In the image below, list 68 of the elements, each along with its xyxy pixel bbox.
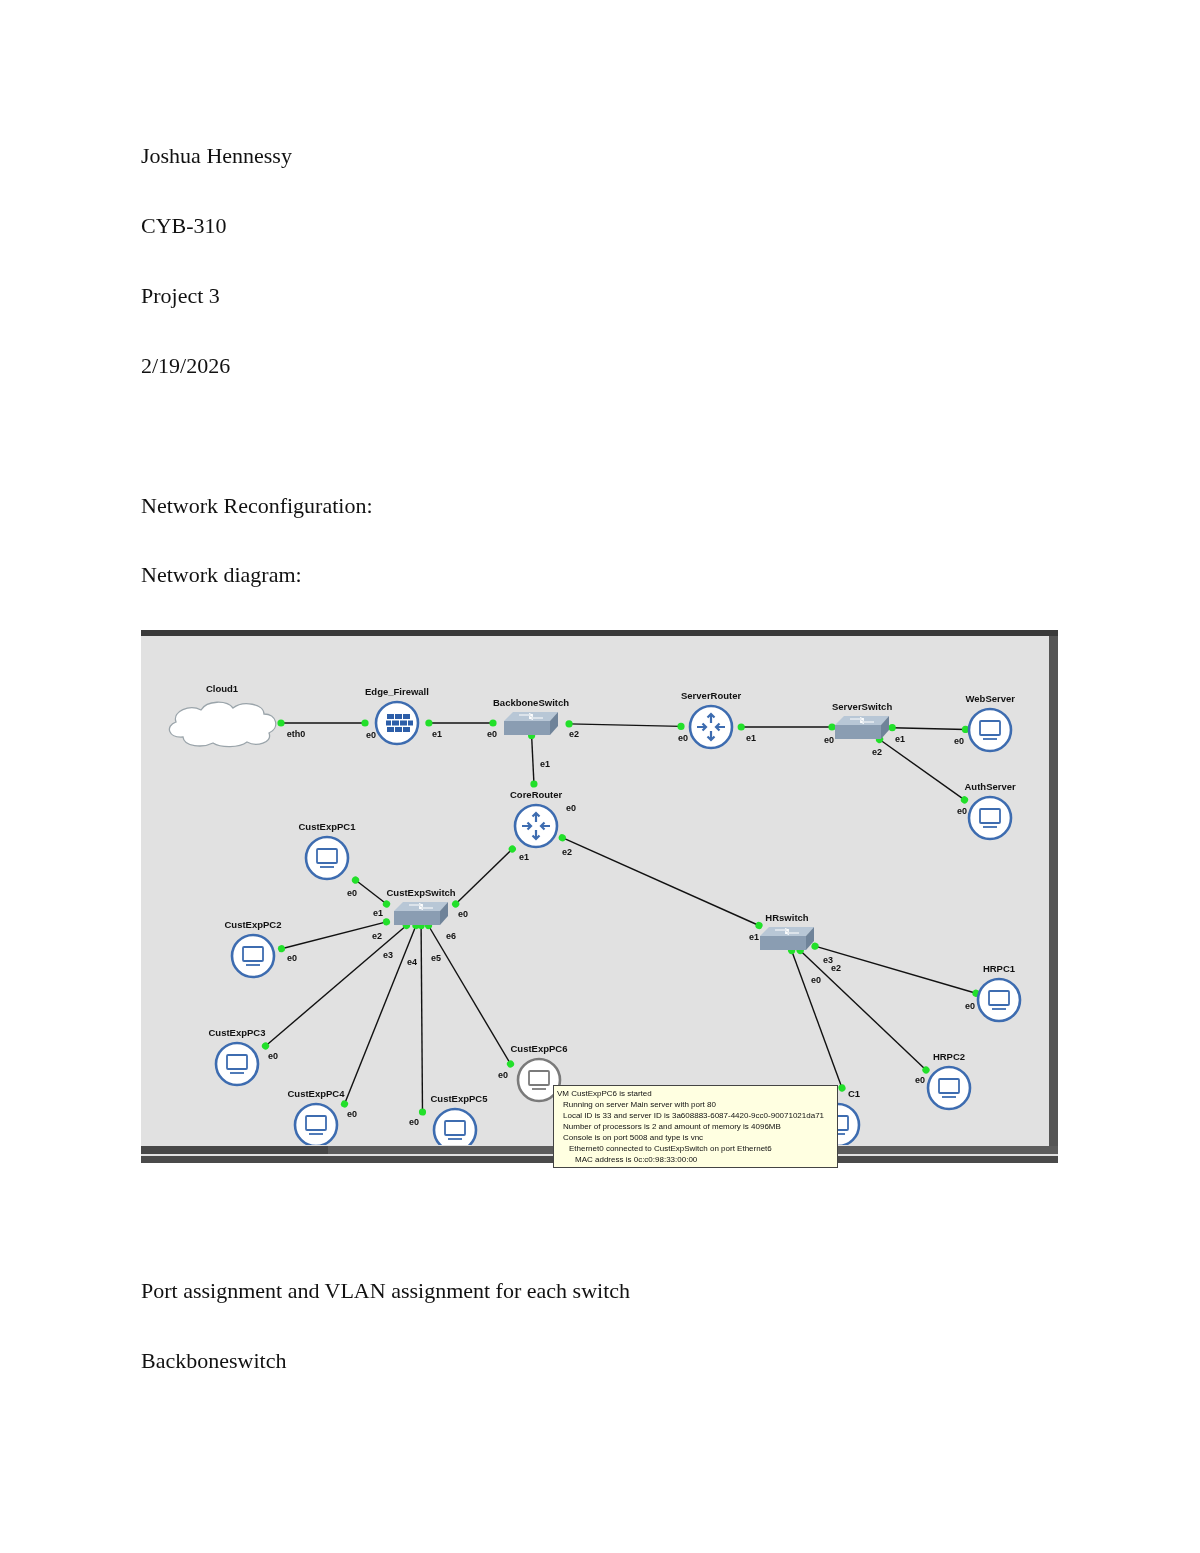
tooltip-text: MAC address is 0c:c0:98:33:00:00: [575, 1154, 699, 1165]
device-label: C1: [848, 1088, 861, 1099]
device-label: HRPC2: [932, 1051, 966, 1062]
device-label: CustExpPC4: [287, 1088, 345, 1099]
port-label: e0: [366, 730, 376, 740]
document-text: Project 3: [141, 283, 220, 308]
port-label: e0: [566, 803, 576, 813]
tooltip-text: VM CustExpPC6 is started: [557, 1088, 653, 1099]
device-label: Edge_Firewall: [365, 686, 429, 697]
document-text: Network Reconfiguration:: [141, 493, 373, 518]
port-label: e0: [347, 888, 357, 898]
port-label: e1: [373, 908, 383, 918]
port-label: e0: [487, 729, 497, 739]
port-label: e1: [519, 852, 529, 862]
port-label: e0: [409, 1117, 419, 1127]
device-label: CustExpPC5: [430, 1093, 488, 1104]
document-text: Backboneswitch: [141, 1348, 287, 1373]
port-label: e2: [569, 729, 579, 739]
document-text: Joshua Hennessy: [141, 143, 292, 168]
tooltip-text: Number of processors is 2 and amount of memory is 4096MB: [563, 1121, 782, 1132]
tooltip-text: Local ID is 33 and server ID is 3a608883-6087-4420-9cc0-90071021da71: [563, 1110, 826, 1121]
device-label: CustExpPC6: [510, 1043, 568, 1054]
device-label: ServerRouter: [681, 690, 742, 701]
port-label: e1: [746, 733, 756, 743]
port-label: e4: [407, 957, 417, 967]
port-label: e0: [824, 735, 834, 745]
port-label: e2: [831, 963, 841, 973]
port-label: e5: [431, 953, 441, 963]
port-label: e2: [372, 931, 382, 941]
document-text: Port assignment and VLAN assignment for each switch: [141, 1278, 630, 1303]
device-label: HRswitch: [765, 911, 809, 923]
device-label: CustExpPC3: [208, 1027, 266, 1038]
port-label: e3: [383, 950, 393, 960]
port-label: e1: [895, 734, 905, 744]
tooltip-text: Ethernet0 connected to CustExpSwitch on port Ethernet6: [569, 1143, 773, 1154]
port-label: e0: [957, 806, 967, 816]
device-label: CustExpSwitch: [386, 886, 456, 898]
port-label: e1: [432, 729, 442, 739]
port-label: e0: [811, 975, 821, 985]
document-text: CYB-310: [141, 213, 227, 238]
device-label: AuthServer: [964, 781, 1016, 792]
device-label: HRPC1: [982, 963, 1016, 974]
device-label: ServerSwitch: [832, 700, 893, 712]
port-label: e1: [749, 932, 759, 942]
port-label: e0: [954, 736, 964, 746]
document-text: Network diagram:: [141, 562, 302, 587]
device-label: Cloud1: [205, 683, 239, 694]
device-label: CustExpPC2: [224, 919, 282, 930]
port-label: e1: [540, 759, 550, 769]
port-label: e6: [446, 931, 456, 941]
port-label: e0: [458, 909, 468, 919]
port-label: e0: [915, 1075, 925, 1085]
port-label: eth0: [286, 729, 306, 739]
port-label: e0: [268, 1051, 278, 1061]
port-label: e2: [562, 847, 572, 857]
document-text: 2/19/2026: [141, 353, 231, 378]
port-label: e0: [678, 733, 688, 743]
device-label: CoreRouter: [510, 788, 563, 800]
port-label: e3: [823, 955, 833, 965]
tooltip-text: Console is on port 5008 and type is vnc: [563, 1132, 705, 1143]
device-label: BackboneSwitch: [493, 696, 570, 708]
port-label: e2: [872, 747, 882, 757]
port-label: e0: [347, 1109, 357, 1119]
device-label: WebServer: [965, 693, 1015, 704]
port-label: e0: [287, 953, 297, 963]
tooltip-text: Running on server Main server with port 80: [563, 1099, 717, 1110]
device-label: CustExpPC1: [298, 821, 356, 832]
port-label: e0: [498, 1070, 508, 1080]
